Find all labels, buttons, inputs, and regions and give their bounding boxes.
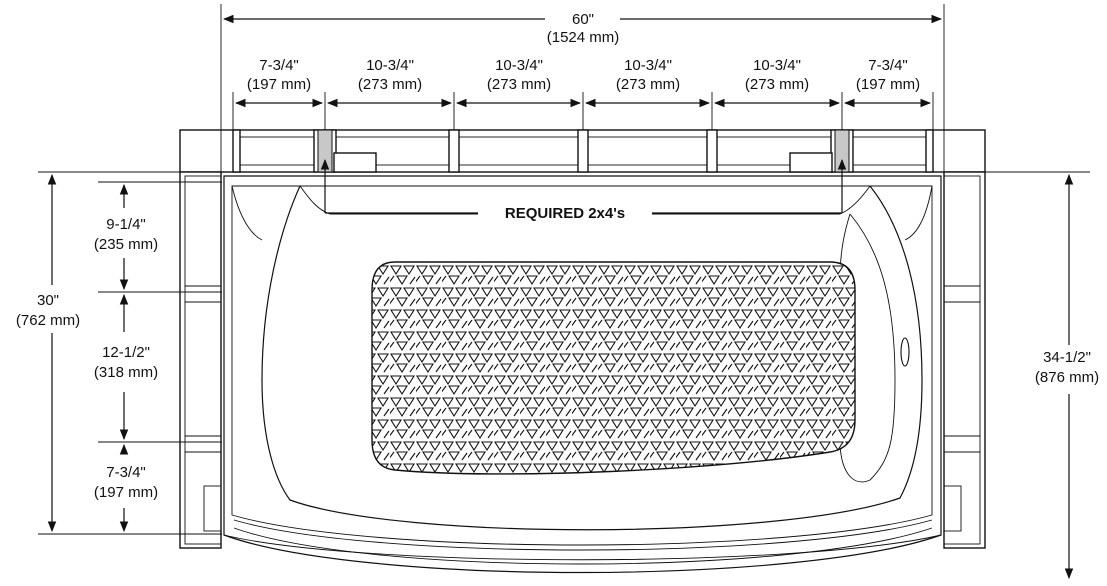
required-2x4-label: REQUIRED 2x4's	[505, 205, 625, 222]
segment-5-metric: (273 mm)	[745, 76, 809, 93]
segment-6-imperial: 7-3/4"	[868, 57, 908, 74]
left-segment-3-metric: (197 mm)	[94, 484, 158, 501]
left-segment-3-imperial: 7-3/4"	[106, 464, 146, 481]
left-segment-2-imperial: 12-1/2"	[102, 344, 150, 361]
segment-5-imperial: 10-3/4"	[753, 57, 801, 74]
segment-3-metric: (273 mm)	[487, 76, 551, 93]
left-dimensions: 30" (762 mm) 9-1/4" (235 mm) 12-1/2" (31…	[16, 171, 222, 535]
overflow-icon	[900, 337, 910, 367]
left-side-wall	[179, 171, 222, 549]
segment-ticks	[232, 92, 934, 130]
required-2x4-callout: REQUIRED 2x4's	[320, 158, 847, 222]
top-dimensions: 60" (1524 mm) 7-3/4" (197 mm) 10-3/4" (2…	[220, 4, 945, 130]
left-segment-1-imperial: 9-1/4"	[106, 216, 146, 233]
overall-height-imperial: 34-1/2"	[1043, 349, 1091, 366]
textured-bottom-mat	[371, 261, 856, 475]
segment-labels: 7-3/4" (197 mm) 10-3/4" (273 mm) 10-3/4"…	[247, 57, 920, 93]
bathtub	[223, 175, 942, 574]
segment-4-metric: (273 mm)	[616, 76, 680, 93]
segment-1-metric: (197 mm)	[247, 76, 311, 93]
segment-6-metric: (197 mm)	[856, 76, 920, 93]
overall-depth-imperial: 30"	[37, 292, 59, 309]
overall-height-metric: (876 mm)	[1035, 369, 1099, 386]
wall-framing	[179, 129, 986, 549]
segment-1-imperial: 7-3/4"	[259, 57, 299, 74]
segment-4-imperial: 10-3/4"	[624, 57, 672, 74]
left-segment-1-metric: (235 mm)	[94, 236, 158, 253]
overall-width-metric: (1524 mm)	[547, 29, 620, 46]
overall-width-imperial: 60"	[572, 11, 594, 28]
segment-2-imperial: 10-3/4"	[366, 57, 414, 74]
overall-depth-metric: (762 mm)	[16, 312, 80, 329]
right-side-wall	[943, 171, 986, 549]
left-segment-2-metric: (318 mm)	[94, 364, 158, 381]
segment-2-metric: (273 mm)	[358, 76, 422, 93]
segment-3-imperial: 10-3/4"	[495, 57, 543, 74]
right-dimension: 34-1/2" (876 mm)	[944, 171, 1099, 580]
